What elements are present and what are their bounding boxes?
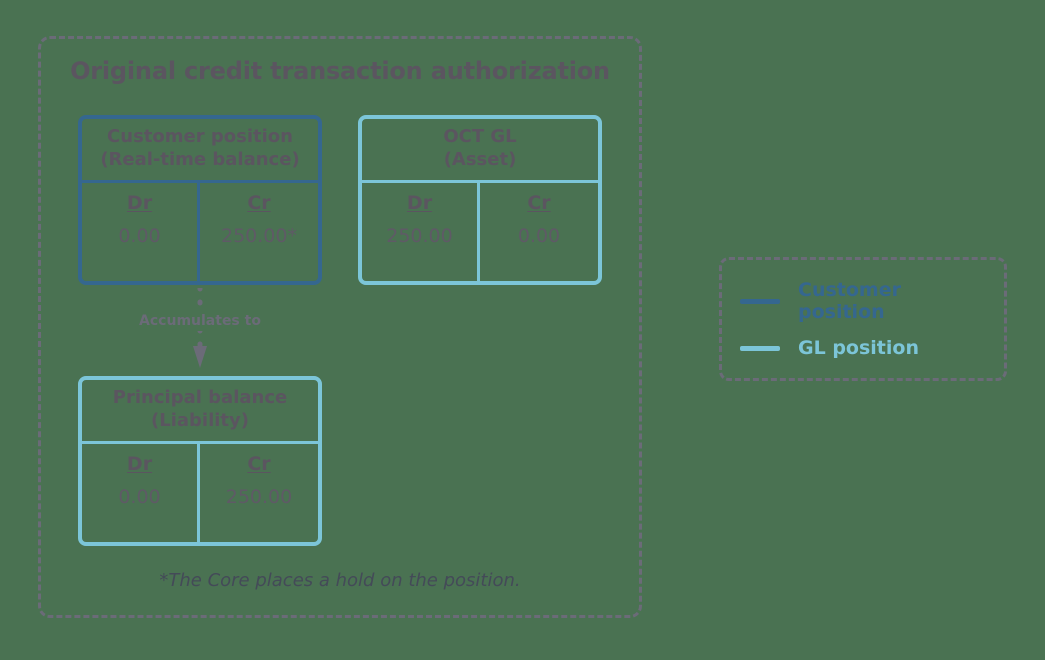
t-account-oct-gl: OCT GL (Asset) Dr 250.00 Cr 0.00 bbox=[358, 115, 602, 285]
t-account-title-line2: (Real-time balance) bbox=[100, 148, 300, 170]
accumulates-to-label: Accumulates to bbox=[78, 311, 322, 331]
t-account-title-line1: Principal balance bbox=[112, 387, 288, 408]
t-account-principal-balance: Principal balance (Liability) Dr 0.00 Cr… bbox=[78, 376, 322, 546]
scenario-title: Original credit transaction authorizatio… bbox=[70, 57, 610, 85]
t-account-title-line2: (Liability) bbox=[151, 409, 249, 431]
legend-swatch-icon bbox=[740, 298, 780, 304]
debit-column-header: Dr bbox=[126, 453, 153, 475]
t-account-header: OCT GL (Asset) bbox=[362, 119, 598, 183]
credit-value: 250.00* bbox=[221, 225, 297, 247]
credit-value: 250.00 bbox=[225, 486, 293, 508]
legend-swatch-icon bbox=[740, 345, 780, 351]
t-account-header: Principal balance (Liability) bbox=[82, 380, 318, 444]
t-account-debit-column: Dr 250.00 bbox=[362, 183, 480, 281]
debit-column-header: Dr bbox=[406, 192, 433, 214]
t-account-header: Customer position (Real-time balance) bbox=[82, 119, 318, 183]
legend-item-gl-position: GL position bbox=[740, 337, 986, 359]
credit-column-header: Cr bbox=[527, 192, 551, 214]
arrowhead-icon bbox=[193, 346, 207, 368]
legend-item-label: GL position bbox=[798, 337, 919, 359]
footnote-text: *The Core places a hold on the position. bbox=[159, 570, 521, 591]
legend: Customer position GL position bbox=[719, 257, 1007, 381]
t-account-title-line1: Customer position bbox=[107, 126, 293, 147]
debit-value: 250.00 bbox=[386, 225, 453, 247]
scenario-container: Original credit transaction authorizatio… bbox=[38, 36, 642, 618]
debit-column-header: Dr bbox=[126, 192, 153, 214]
credit-value: 0.00 bbox=[517, 225, 561, 247]
t-account-debit-column: Dr 0.00 bbox=[82, 183, 200, 281]
t-account-title-line1: OCT GL bbox=[443, 126, 517, 147]
t-account-debit-column: Dr 0.00 bbox=[82, 444, 200, 542]
t-account-credit-column: Cr 250.00 bbox=[200, 444, 318, 542]
debit-value: 0.00 bbox=[118, 225, 161, 247]
t-account-body: Dr 250.00 Cr 0.00 bbox=[362, 183, 598, 281]
credit-column-header: Cr bbox=[247, 453, 271, 475]
credit-column-header: Cr bbox=[247, 192, 271, 214]
t-account-credit-column: Cr 0.00 bbox=[480, 183, 598, 281]
t-account-body: Dr 0.00 Cr 250.00 bbox=[82, 444, 318, 542]
t-account-title-line2: (Asset) bbox=[443, 148, 517, 170]
t-account-customer-position: Customer position (Real-time balance) Dr… bbox=[78, 115, 322, 285]
t-account-body: Dr 0.00 Cr 250.00* bbox=[82, 183, 318, 281]
legend-item-label: Customer position bbox=[798, 279, 901, 323]
debit-value: 0.00 bbox=[118, 486, 161, 508]
legend-item-customer-position: Customer position bbox=[740, 279, 986, 323]
t-account-credit-column: Cr 250.00* bbox=[200, 183, 318, 281]
